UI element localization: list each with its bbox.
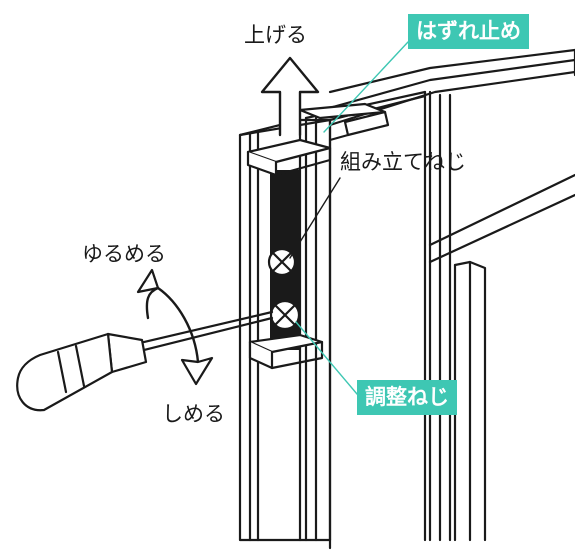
rotate-arrow-icon: [136, 268, 214, 386]
adjustment-screw: [269, 299, 301, 331]
stopper-part: [246, 102, 390, 177]
label-tighten: しめる: [162, 402, 225, 426]
tag-stopper: はずれ止め: [408, 14, 529, 49]
bottom-bracket: [248, 333, 324, 370]
lift-arrow-icon: [260, 56, 320, 137]
screwdriver: [16, 310, 274, 412]
leader-lines: [289, 41, 409, 395]
tag-adjust-screw: 調整ねじ: [357, 380, 457, 415]
label-loosen: ゆるめる: [82, 242, 166, 266]
label-lift: 上げる: [244, 23, 307, 47]
assembly-screw: [267, 247, 297, 277]
label-assembly-screw: 組み立てねじ: [340, 150, 466, 174]
